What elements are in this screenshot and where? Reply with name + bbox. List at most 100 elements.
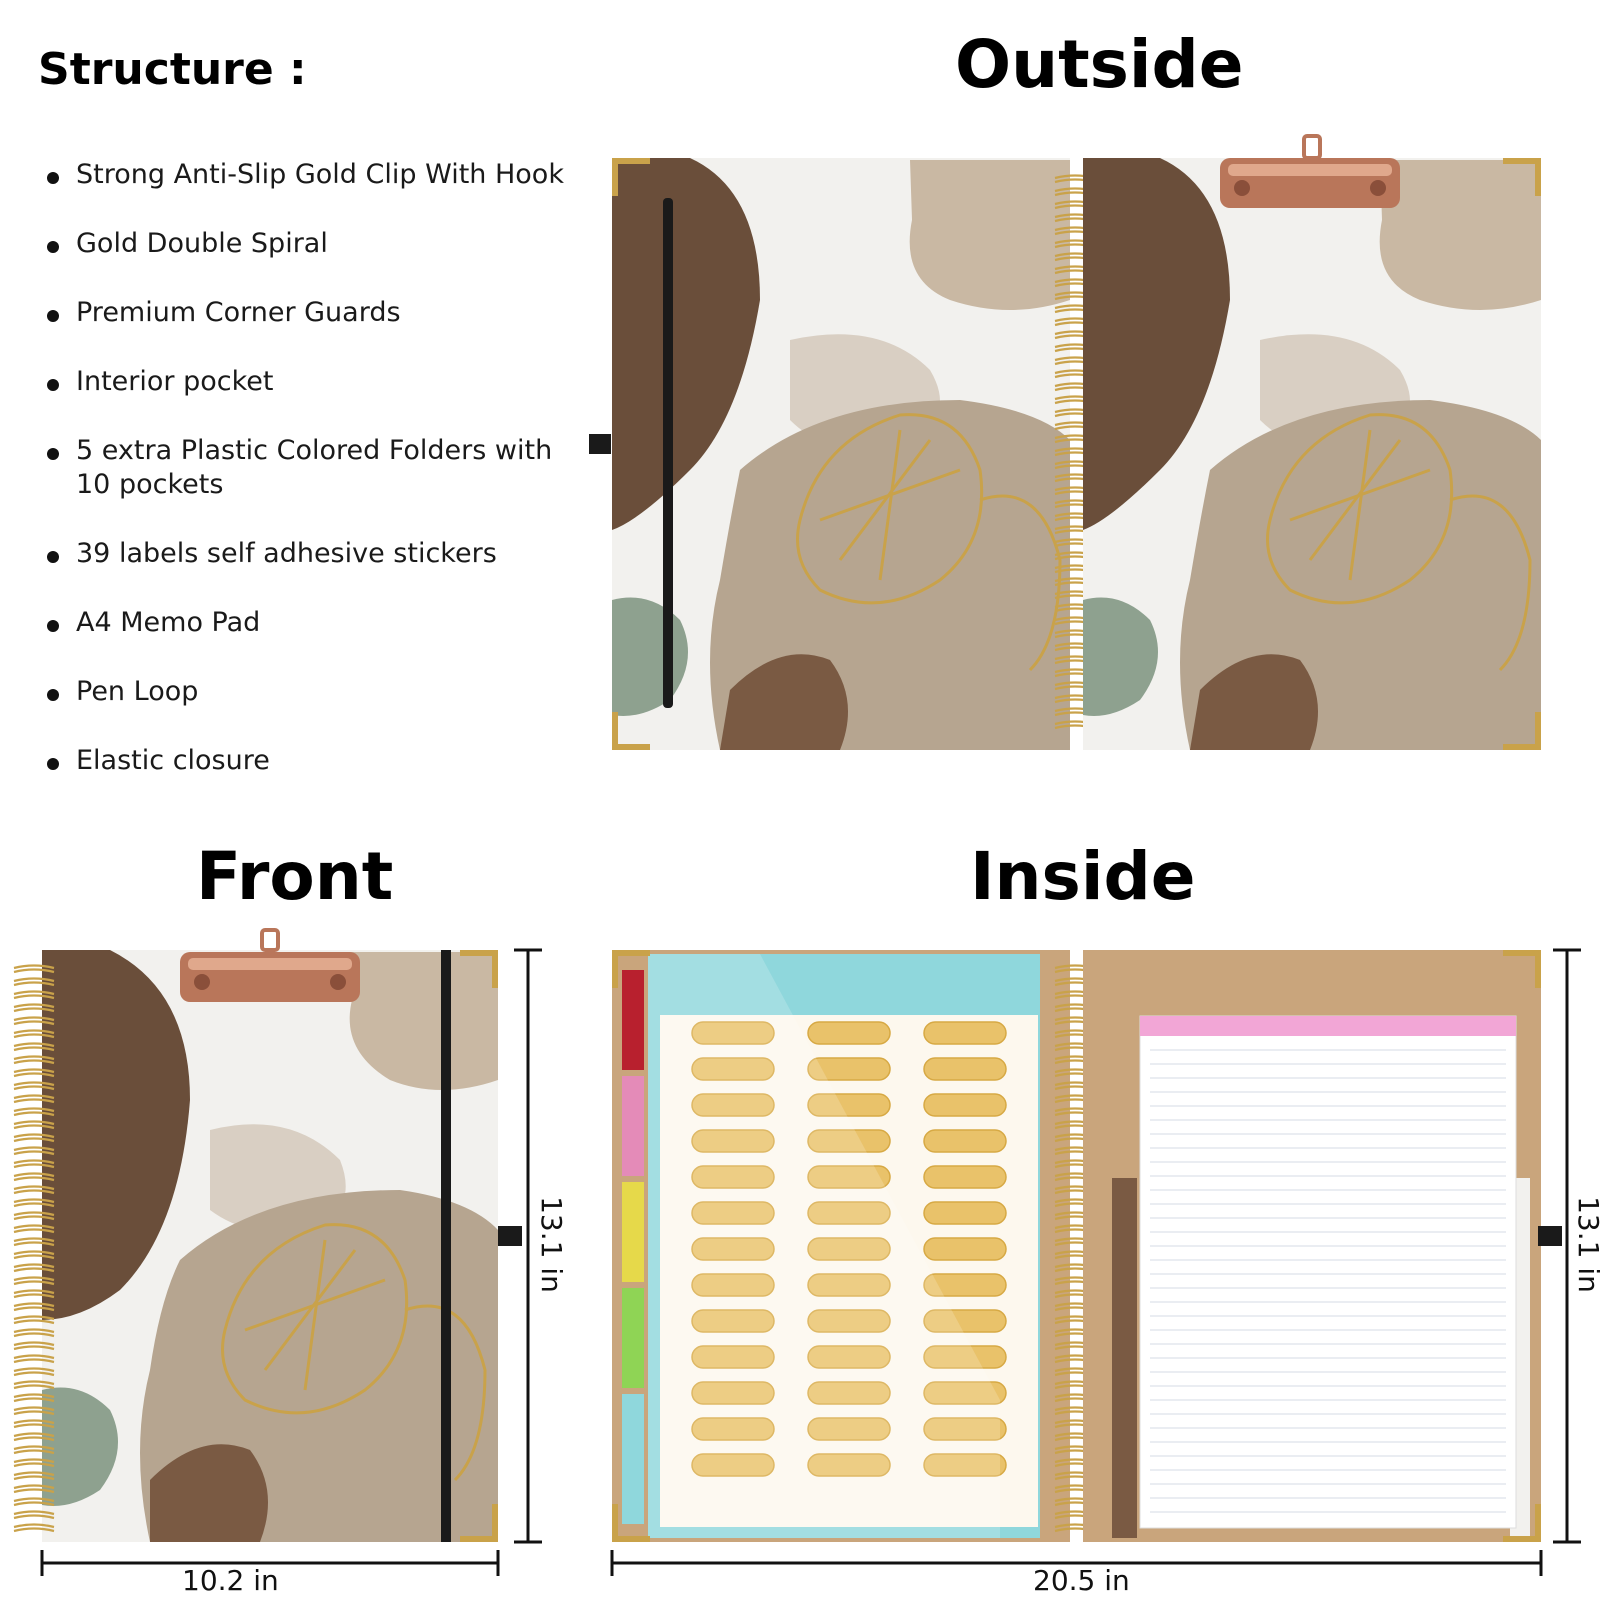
corner-guard [1503, 158, 1541, 196]
spiral-ring [13, 977, 55, 987]
sticker-label [923, 1309, 1007, 1333]
spiral-ring [13, 1107, 55, 1117]
spiral-ring [13, 1523, 55, 1533]
sticker-label [807, 1309, 891, 1333]
sticker-label [691, 1417, 775, 1441]
structure-title: Structure : [38, 44, 307, 95]
spiral-ring [13, 1146, 55, 1156]
feature-list: Strong Anti-Slip Gold Clip With Hook Gol… [44, 158, 584, 813]
spiral-ring [13, 1094, 55, 1104]
sticker-label [691, 1021, 775, 1045]
sticker-label [923, 1093, 1007, 1117]
elastic-tab [498, 1226, 522, 1246]
spiral-ring [13, 1042, 55, 1052]
spiral-ring [13, 1289, 55, 1299]
sticker-label [923, 1021, 1007, 1045]
elastic-tab [589, 434, 611, 454]
outside-back-cover [589, 158, 1070, 750]
inside-title: Inside [970, 838, 1196, 915]
sticker-label [923, 1237, 1007, 1261]
sticker-label [807, 1417, 891, 1441]
sticker-label [807, 1165, 891, 1189]
clear-pocket [648, 954, 1000, 1538]
sticker-label [923, 1381, 1007, 1405]
spiral-ring [13, 1068, 55, 1078]
sticker-label [923, 1165, 1007, 1189]
spiral-ring [13, 1497, 55, 1507]
sticker-label [691, 1165, 775, 1189]
spiral-ring [13, 1263, 55, 1273]
folder-tab-yellow [622, 1182, 644, 1282]
feature-item: Interior pocket [44, 365, 584, 399]
sticker-label [807, 1201, 891, 1225]
sticker-label [807, 1057, 891, 1081]
spiral-ring [13, 964, 55, 974]
spiral-ring [13, 1172, 55, 1182]
sticker-label [923, 1453, 1007, 1477]
spiral-ring [13, 1328, 55, 1338]
corner-guard [612, 712, 650, 750]
inside-left-panel [612, 950, 1070, 1542]
folder-tab-red [622, 970, 644, 1070]
corner-guard [612, 950, 650, 988]
sticker-label [807, 1453, 891, 1477]
sticker-label [923, 1201, 1007, 1225]
inside-width-label: 20.5 in [1033, 1564, 1130, 1597]
spiral-ring [13, 1055, 55, 1065]
spiral-ring [13, 1029, 55, 1039]
sticker-label [691, 1093, 775, 1117]
gold-leaf-outside-right [1266, 413, 1532, 672]
spiral-ring [13, 990, 55, 1000]
feature-item: Pen Loop [44, 675, 584, 709]
spiral-ring [13, 1315, 55, 1325]
folder-tab-blue [622, 1394, 644, 1524]
spiral-ring [13, 1367, 55, 1377]
front-height-label: 13.1 in [534, 1196, 568, 1293]
spiral-ring [13, 1354, 55, 1364]
spiral-ring [13, 1224, 55, 1234]
memo-pad-binding [1140, 1016, 1516, 1036]
pen-loop [663, 198, 673, 708]
sticker-label [691, 1201, 775, 1225]
rose-gold-clip [180, 928, 360, 1002]
interior-pocket [1112, 1178, 1137, 1538]
sticker-label [923, 1345, 1007, 1369]
sticker-label [691, 1453, 775, 1477]
inside-height-label: 13.1 in [1571, 1196, 1600, 1293]
gold-double-spiral [13, 964, 55, 1533]
spiral-ring [13, 1081, 55, 1091]
spiral-ring [13, 1406, 55, 1416]
spiral-ring [13, 1471, 55, 1481]
corner-guard [1503, 712, 1541, 750]
spiral-ring [13, 1393, 55, 1403]
spiral-ring [13, 1016, 55, 1026]
spiral-ring [13, 1133, 55, 1143]
spiral-ring [13, 1185, 55, 1195]
outside-title: Outside [955, 26, 1244, 103]
folder-tab-pink [622, 1076, 644, 1176]
front-cover [42, 928, 522, 1542]
inside-dimension-lines [610, 948, 1581, 1576]
sticker-label [807, 1129, 891, 1153]
sticker-label [807, 1021, 891, 1045]
sticker-label [807, 1381, 891, 1405]
rose-gold-clip [1220, 134, 1400, 208]
spiral-ring [13, 1302, 55, 1312]
inside-right-panel [1083, 950, 1562, 1542]
corner-guard [1503, 950, 1541, 988]
spiral-ring [13, 1341, 55, 1351]
corner-guard [612, 1504, 650, 1542]
spiral-ring [13, 1432, 55, 1442]
feature-item: Premium Corner Guards [44, 296, 584, 330]
spiral-ring [13, 1510, 55, 1520]
spiral-ring [13, 1198, 55, 1208]
sticker-label [923, 1417, 1007, 1441]
gold-leaf-front [221, 1223, 487, 1482]
spiral-ring [13, 1458, 55, 1468]
sticker-label [691, 1345, 775, 1369]
sticker-label [807, 1237, 891, 1261]
spiral-ring [13, 1237, 55, 1247]
gold-leaf-outside-left [796, 413, 1062, 672]
spiral-ring [13, 1211, 55, 1221]
corner-guard [460, 950, 498, 988]
